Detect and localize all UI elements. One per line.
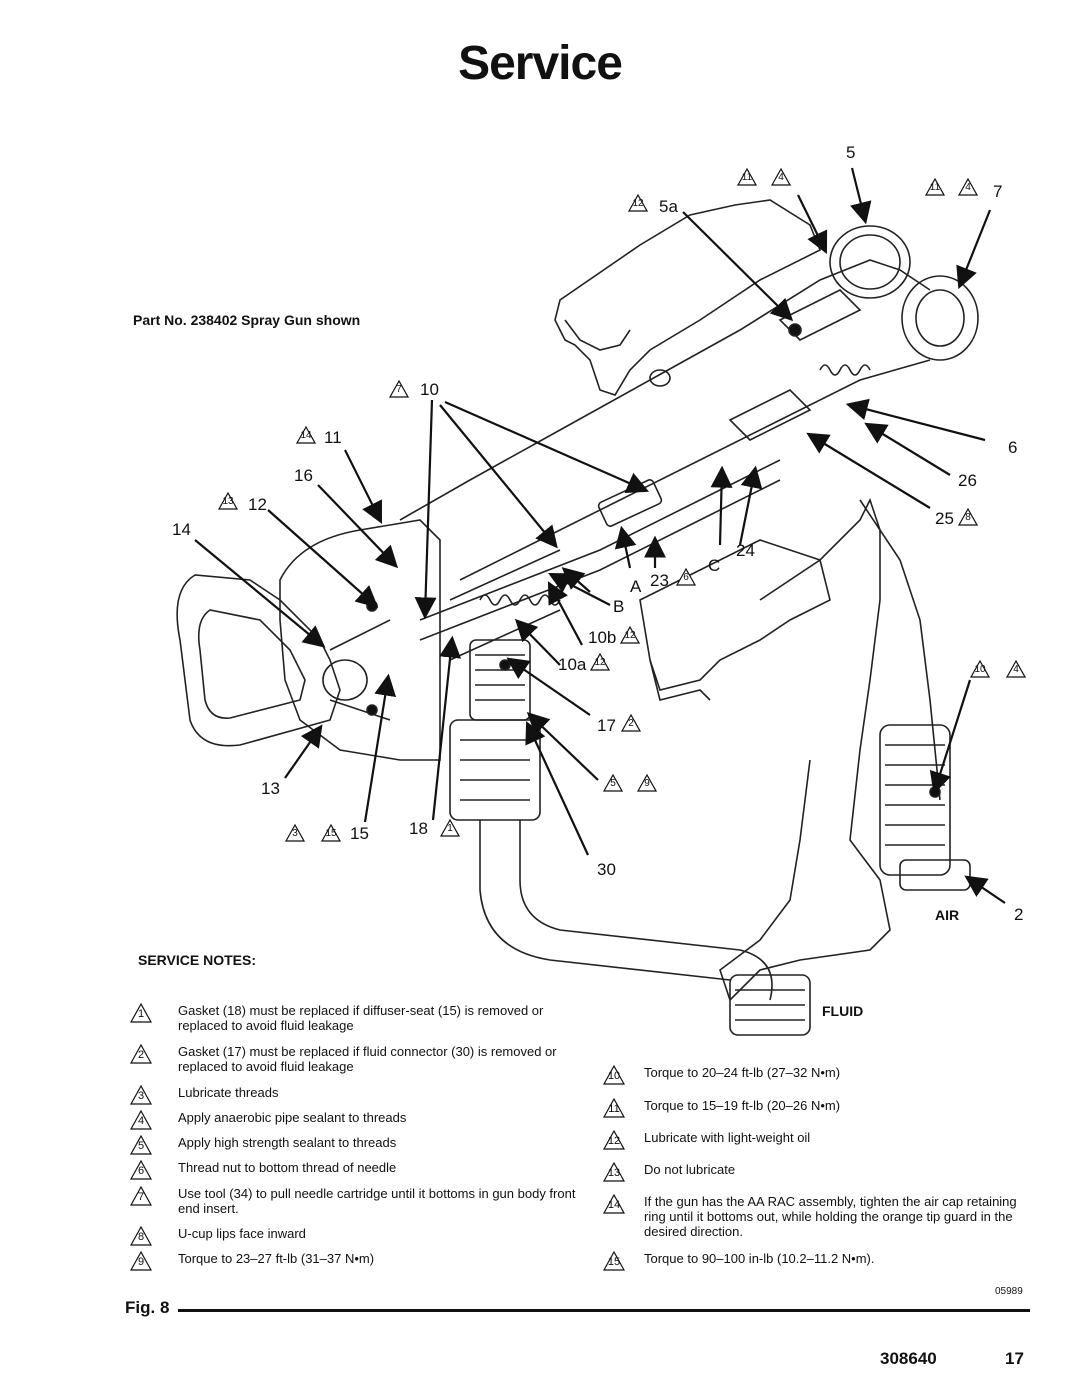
callout-12: 12 bbox=[248, 495, 267, 514]
callout-A: A bbox=[630, 577, 642, 596]
page-number: 17 bbox=[1005, 1349, 1024, 1368]
callout-6: 6 bbox=[1008, 438, 1018, 457]
note-marker: 4 bbox=[771, 168, 791, 186]
callout-C: C bbox=[708, 556, 721, 575]
doc-number: 308640 bbox=[880, 1349, 937, 1368]
note-marker: 10 bbox=[970, 660, 990, 678]
note-marker: 15 bbox=[321, 824, 341, 842]
callout-11: 11 bbox=[324, 428, 342, 447]
callout-2: 2 bbox=[1014, 905, 1024, 924]
note-marker: 1 bbox=[440, 819, 460, 837]
note-marker: 14 bbox=[296, 426, 316, 444]
callout-5: 5 bbox=[846, 143, 856, 162]
callout-26: 26 bbox=[958, 471, 977, 490]
callout-13: 13 bbox=[261, 779, 280, 798]
note-marker: 5 bbox=[603, 774, 623, 792]
callout-23: 23 bbox=[650, 571, 669, 590]
callout-25: 25 bbox=[935, 509, 954, 528]
callout-B: B bbox=[613, 597, 625, 616]
callout-18: 18 bbox=[409, 819, 428, 838]
note-marker: 13 bbox=[218, 492, 238, 510]
page-title: Service bbox=[458, 37, 623, 90]
note-marker: 11 bbox=[737, 168, 757, 186]
note-marker: 6 bbox=[676, 568, 696, 586]
callout-10a: 10a bbox=[558, 655, 587, 674]
note-marker: 12 bbox=[620, 626, 640, 644]
figure-caption: Part No. 238402 Spray Gun shown bbox=[133, 312, 361, 328]
service-notes-heading: SERVICE NOTES: bbox=[138, 952, 256, 968]
callout-10b: 10b bbox=[588, 628, 617, 647]
figure-rule bbox=[178, 1309, 1030, 1312]
note-marker: 4 bbox=[1006, 660, 1026, 678]
callout-14: 14 bbox=[172, 520, 191, 539]
callout-16: 16 bbox=[294, 466, 313, 485]
callout-15: 15 bbox=[350, 824, 369, 843]
note-marker: 12 bbox=[628, 194, 648, 212]
note-marker: 7 bbox=[389, 380, 409, 398]
note-marker: 12 bbox=[590, 653, 610, 671]
drawing-code: 05989 bbox=[995, 1286, 1023, 1297]
note-marker: 9 bbox=[637, 774, 657, 792]
note-marker: 4 bbox=[958, 178, 978, 196]
note-marker: 2 bbox=[621, 714, 641, 732]
callout-17: 17 bbox=[597, 716, 616, 735]
callout-7: 7 bbox=[993, 182, 1003, 201]
callout-5a: 5a bbox=[659, 197, 678, 216]
note-marker: 3 bbox=[285, 824, 305, 842]
note-marker: 11 bbox=[925, 178, 945, 196]
figure-label: Fig. 8 bbox=[125, 1298, 170, 1317]
fluid-label: FLUID bbox=[822, 1003, 864, 1019]
air-label: AIR bbox=[935, 907, 960, 923]
callout-10: 10 bbox=[420, 380, 439, 399]
note-marker: 8 bbox=[958, 508, 978, 526]
callout-24: 24 bbox=[736, 541, 755, 560]
callout-30: 30 bbox=[597, 860, 616, 879]
